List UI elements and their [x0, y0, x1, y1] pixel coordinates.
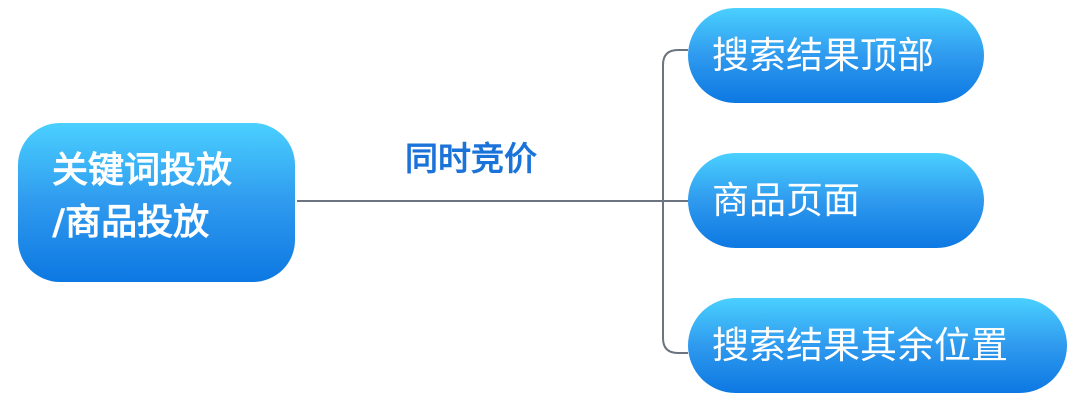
child-label: 商品页面	[712, 179, 860, 222]
child-label: 搜索结果其余位置	[712, 324, 1008, 367]
child-node-product-page[interactable]: 商品页面	[688, 153, 984, 248]
root-label-line1: 关键词投放	[52, 150, 233, 191]
root-node[interactable]: 关键词投放 /商品投放	[18, 123, 295, 282]
root-label-line2: /商品投放	[52, 202, 210, 243]
child-label: 搜索结果顶部	[712, 34, 934, 77]
edge-label: 同时竞价	[405, 139, 537, 178]
child-node-search-top[interactable]: 搜索结果顶部	[688, 8, 984, 103]
branch-connector	[662, 49, 688, 354]
child-node-search-rest[interactable]: 搜索结果其余位置	[688, 298, 1067, 393]
